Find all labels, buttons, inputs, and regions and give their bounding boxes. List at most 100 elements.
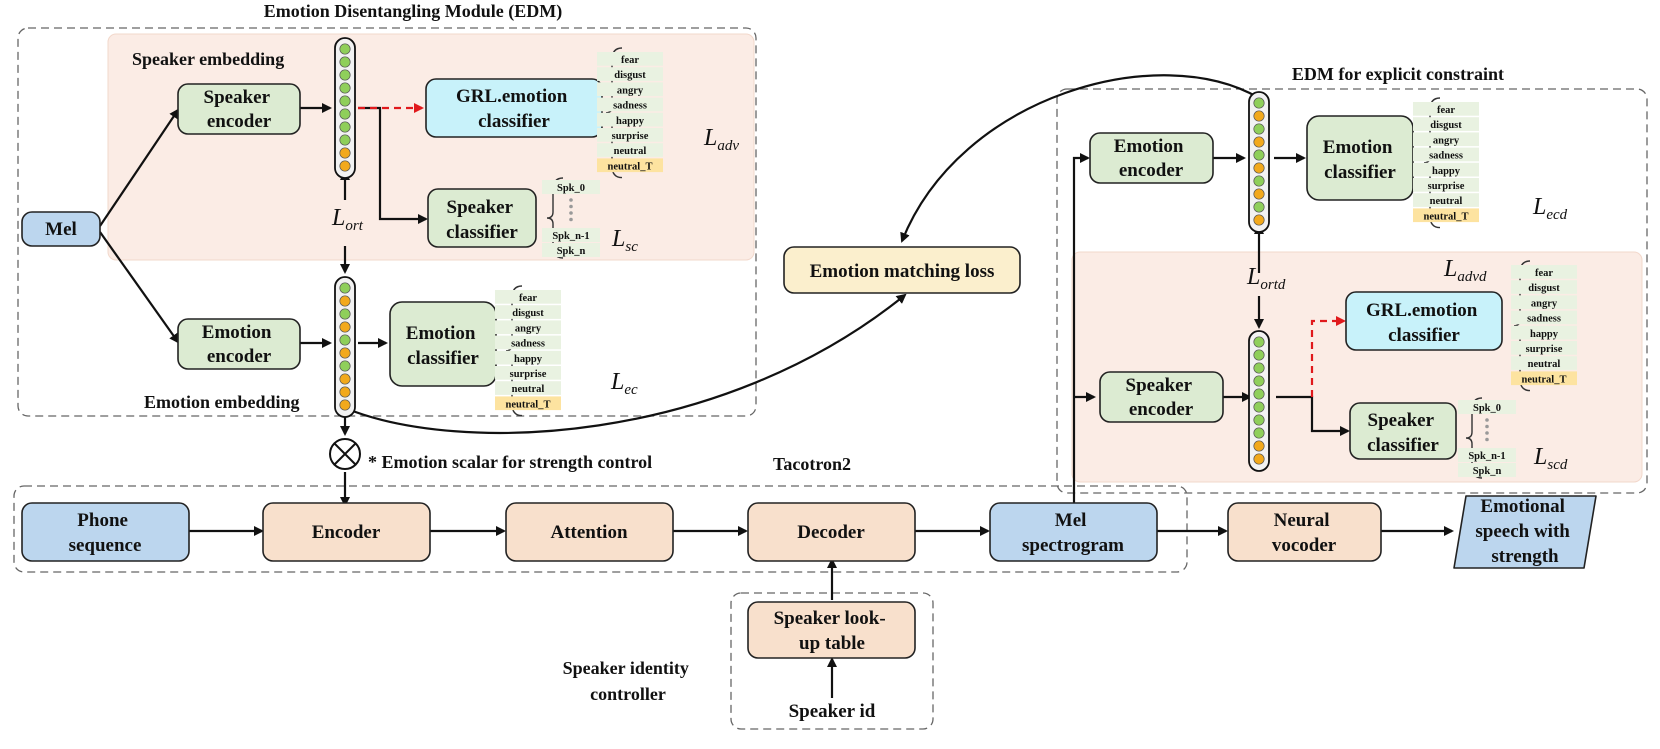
decoder-box (747, 502, 916, 562)
class-label: Spk_n (557, 246, 586, 257)
class-row (1511, 265, 1577, 279)
class-row (1511, 371, 1577, 386)
embedding-dot (339, 82, 351, 94)
class-row (495, 290, 561, 304)
class-label: neutral (614, 146, 647, 157)
class-row (542, 228, 600, 242)
class-label: angry (617, 85, 644, 96)
class-label: fear (1535, 268, 1553, 279)
class-row (1511, 356, 1577, 370)
speaker-encoder-box (177, 83, 301, 135)
svg-text:Lec: Lec (610, 369, 638, 398)
class-label: fear (519, 293, 537, 304)
class-label: Spk_0 (557, 183, 585, 194)
class-label: angry (1531, 298, 1558, 309)
embedding-dot (1253, 414, 1265, 426)
loss-advd: Ladvd (1443, 256, 1487, 285)
embedding-dot (1253, 149, 1265, 161)
encoder-box (262, 502, 431, 562)
class-row (495, 381, 561, 395)
loss-ec: Lec (610, 369, 638, 398)
class-label: happy (616, 116, 645, 127)
emotional-speech-label: Emotional speech with strength (1475, 496, 1574, 567)
embedding-dot (1253, 188, 1265, 200)
class-row (1413, 132, 1479, 147)
embedding-dot (339, 160, 351, 172)
embedding-dot (339, 295, 351, 307)
class-row (495, 335, 561, 350)
class-row (495, 396, 561, 411)
ellipsis-dot (1485, 437, 1489, 442)
embedding-dot (339, 108, 351, 120)
class-label: neutral (1430, 196, 1463, 207)
edm-title: Emotion Disentangling Module (EDM) (264, 1, 563, 22)
speaker-classifier-box (427, 188, 537, 248)
class-label: disgust (512, 308, 544, 319)
class-label: disgust (1430, 120, 1462, 131)
embedding-dot (339, 360, 351, 372)
embedding-dot (339, 134, 351, 146)
emotion-embedding-vector (334, 276, 356, 418)
emotional-speech-shape (1453, 495, 1597, 569)
class-row (1511, 295, 1577, 310)
class-label: surprise (612, 131, 649, 142)
speaker-encoder-label: Speaker encoder (204, 87, 275, 132)
class-row (597, 52, 663, 66)
class-row (1511, 325, 1577, 340)
class-row (542, 180, 600, 194)
embedding-dot (339, 373, 351, 385)
class-row (597, 112, 663, 127)
embedding-dot (1253, 110, 1265, 122)
class-label: angry (1433, 135, 1460, 146)
embedding-dot (1253, 214, 1265, 226)
ellipsis-dot (1485, 431, 1489, 435)
grl-connectors (358, 103, 1346, 397)
emotion-matching-loss-label: Emotion matching loss (810, 261, 995, 282)
loss-ortd: Lortd (1246, 264, 1286, 293)
emotion-encoder-box (177, 318, 301, 370)
connectors (99, 74, 1454, 698)
class-label: neutral_T (506, 399, 551, 410)
edm-region (17, 27, 757, 417)
edm-explicit-region (1056, 88, 1648, 494)
advd-emotion-class-list: feardisgustangrysadnesshappysurpriseneut… (1511, 260, 1577, 392)
class-label: Spk_n (1473, 466, 1502, 477)
emotion-encoder-right-label: Emotion encoder (1114, 136, 1188, 181)
emotion-classifier-label: Emotion classifier (406, 323, 480, 369)
class-row (495, 350, 561, 365)
loss-sc: Lsc (611, 226, 638, 255)
loss-scd: Lscd (1533, 444, 1568, 473)
svg-text:Lsc: Lsc (611, 226, 638, 255)
ellipsis-dot (1485, 418, 1489, 422)
embedding-dot (1253, 453, 1265, 465)
embedding-dot (339, 121, 351, 133)
class-row (597, 97, 663, 112)
emotion-embedding-label: Emotion embedding (144, 392, 300, 412)
emotion-classifier-right-label: Emotion classifier (1323, 137, 1397, 183)
loss-ecd: Lecd (1532, 194, 1568, 223)
class-row (1458, 463, 1516, 477)
mel-spectrogram-box (989, 502, 1158, 562)
embedding-dot (1253, 123, 1265, 135)
ellipsis-dot (569, 198, 573, 202)
speaker-embedding-right-vector (1248, 330, 1270, 472)
class-row (1458, 448, 1516, 462)
class-row (1458, 400, 1516, 414)
class-label: Spk_0 (1473, 403, 1501, 414)
class-label: neutral (512, 384, 545, 395)
scalar-note: * Emotion scalar for strength control (368, 452, 652, 472)
grl-classifier-right-label: GRL.emotion classifier (1366, 300, 1482, 346)
svg-text:Lort: Lort (331, 205, 364, 234)
class-row (495, 305, 561, 319)
embedding-dot (339, 282, 351, 294)
embedding-dot (339, 386, 351, 398)
tacotron-region (13, 485, 1188, 573)
mel-spectrogram-label: Mel spectrogram (1022, 510, 1124, 556)
speaker-id-label: Speaker id (789, 701, 876, 722)
embedding-dot (1253, 201, 1265, 213)
class-row (1413, 147, 1479, 162)
embedding-dot (339, 347, 351, 359)
phone-sequence-box (21, 502, 190, 562)
